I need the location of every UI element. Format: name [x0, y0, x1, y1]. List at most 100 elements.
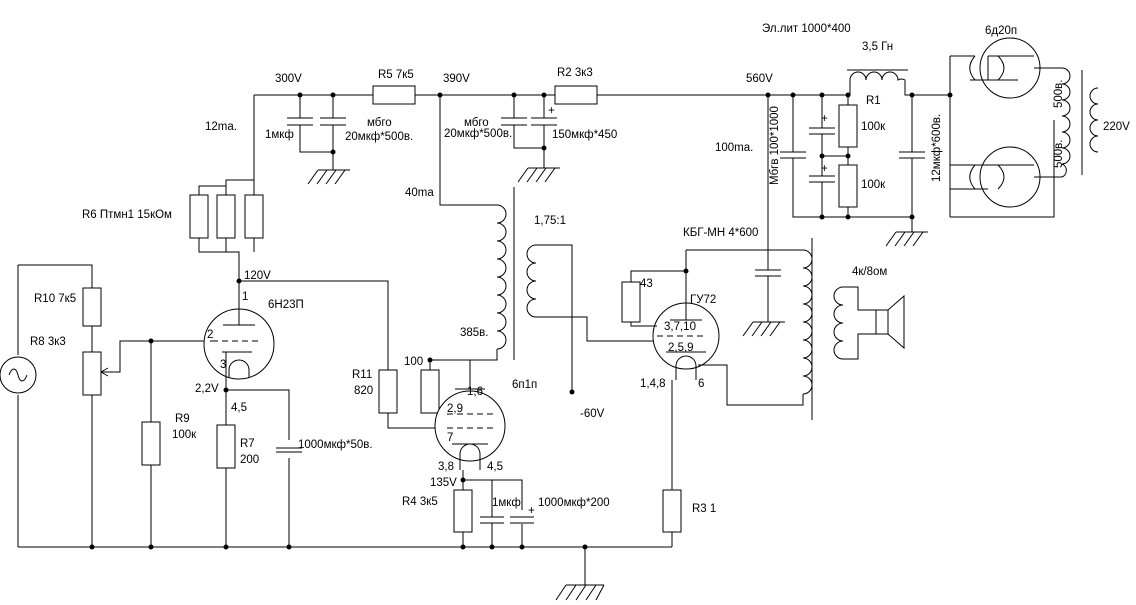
label-r7-value: 200 [240, 454, 259, 466]
resistor-r2 [554, 85, 598, 105]
output-transformer-primary [802, 249, 813, 395]
label-r10: R10 7к5 [34, 293, 76, 305]
label-el-lit: Эл.лит 1000*400 [762, 23, 851, 35]
label-r3: R3 1 [692, 503, 716, 515]
plus-sign-c2: + [821, 163, 828, 175]
label-c-1000mkf-200: 1000мкф*200 [538, 497, 610, 509]
label-mbgv: Мбгв 100*1000 [769, 106, 781, 185]
label-r100: 100 [404, 356, 423, 368]
tube-6d20p-upper [969, 37, 1054, 99]
label-c-20mkf-1: 20мкф*500в. [345, 131, 413, 143]
pin-label-3-7-10: 3,7,10 [664, 321, 696, 333]
label-r9: R9 [175, 413, 190, 425]
label-c-1mkf-bottom: 1мкф [492, 497, 521, 509]
resistor-r6-b [216, 194, 236, 239]
label-r2: R2 3к3 [557, 67, 593, 79]
label-c-1000mkf-50v: 1000мкф*50в. [298, 439, 373, 451]
resistor-100 [420, 369, 440, 414]
label-300v: 300V [275, 73, 302, 85]
tube-gu72 [652, 302, 720, 380]
capacitor-1000mkf-50v [276, 447, 302, 453]
pin-label-6: 6 [698, 378, 704, 390]
label-r11-value: 820 [354, 385, 373, 397]
pin-label-1: 1 [242, 291, 248, 303]
label-minus-60v: -60V [580, 408, 605, 420]
label-c-150mkf: 150мкф*450 [552, 129, 617, 141]
pin-label-1-4-8: 1,4,8 [640, 378, 666, 390]
label-390v: 390V [443, 73, 470, 85]
label-mbgo-2: мбго [464, 117, 489, 129]
label-speaker: 4к/8ом [852, 266, 887, 278]
resistor-r10 [82, 287, 102, 327]
power-transformer-primary [1061, 67, 1071, 178]
interstage-transformer-secondary [526, 244, 537, 318]
label-500v-a: 500в. [1053, 80, 1065, 109]
resistor-r6-c [244, 194, 264, 239]
label-ratio: 1,75:1 [534, 215, 566, 227]
label-mbgo-1: мбго [367, 117, 392, 129]
label-r11: R11 [352, 369, 372, 381]
pin-label-4-5-b: 4,5 [487, 461, 503, 473]
power-transformer-secondary [1089, 87, 1099, 153]
resistor-r5 [372, 85, 416, 105]
label-choke: 3,5 Гн [862, 41, 893, 53]
plus-sign-c1: + [821, 113, 828, 125]
pin-label-2-9: 2,9 [447, 403, 463, 415]
ac-source-symbol [0, 356, 37, 394]
plus-sign-c1000-200: + [528, 505, 535, 517]
label-100ma: 100ma. [715, 142, 753, 154]
resistor-r11 [378, 369, 398, 414]
plus-sign-c150: + [548, 105, 555, 117]
label-385v: 385в. [460, 327, 489, 339]
label-r7: R7 [240, 438, 255, 450]
resistor-r1-a [838, 104, 858, 148]
pin-label-2-5-9: 2,5,9 [668, 342, 694, 354]
resistor-r9 [141, 421, 161, 466]
label-r1-b-value: 100к [861, 179, 886, 191]
label-tube-6d20p: 6д20п [985, 25, 1017, 37]
label-kbg: КБГ-МН 4*600 [683, 227, 758, 239]
label-220v: 220V [1103, 121, 1130, 133]
label-r1: R1 [866, 95, 881, 107]
speaker-icon [875, 294, 905, 350]
label-r9-value: 100к [172, 429, 197, 441]
resistor-r3 [662, 489, 682, 533]
label-135v: 135V [430, 477, 457, 489]
tube-6n23p [203, 281, 275, 380]
pin-label-4-5: 4,5 [231, 402, 247, 414]
label-560v: 560V [746, 73, 773, 85]
label-40ma: 40ma [405, 187, 434, 199]
interstage-transformer-primary [496, 204, 507, 350]
pin-label-1-6: 1,6 [467, 386, 483, 398]
label-tube-6n23p: 6Н23П [268, 299, 304, 311]
label-500v-b: 500в. [1053, 140, 1065, 169]
label-c-1mkf-top: 1мкф [265, 129, 294, 141]
pin-label-7: 7 [447, 432, 453, 444]
pin-label-3-8: 3,8 [438, 461, 454, 473]
pin-label-2: 2 [207, 329, 213, 341]
ground-bus [17, 264, 672, 601]
label-120v: 120V [244, 270, 271, 282]
resistor-r1-b [838, 164, 858, 208]
potentiometer-r8 [82, 351, 102, 396]
resistor-r6-a [189, 194, 209, 239]
label-tube-6p1p: 6п1п [512, 379, 537, 391]
output-transformer-secondary [833, 286, 844, 360]
resistor-r7 [216, 424, 236, 469]
label-c-12mkf: 12мкф*600в. [931, 114, 943, 182]
pin-label-3: 3 [220, 359, 226, 371]
label-43: 43 [640, 278, 653, 290]
label-12ma: 12ma. [205, 121, 237, 133]
label-2-2v: 2,2V [195, 383, 219, 395]
label-c-20mkf-2: 20мкф*500в. [444, 128, 512, 140]
label-r8: R8 3к3 [30, 336, 66, 348]
label-tube-gu72: ГУ72 [690, 294, 716, 306]
tube-6d20p-lower [969, 146, 1054, 208]
tube-6p1p [434, 388, 506, 470]
label-r5: R5 7к5 [378, 69, 414, 81]
resistor-43 [621, 281, 641, 323]
label-r6: R6 Птмн1 15кОм [82, 209, 172, 221]
label-r4: R4 3к5 [402, 496, 438, 508]
label-r1-a-value: 100к [861, 121, 886, 133]
